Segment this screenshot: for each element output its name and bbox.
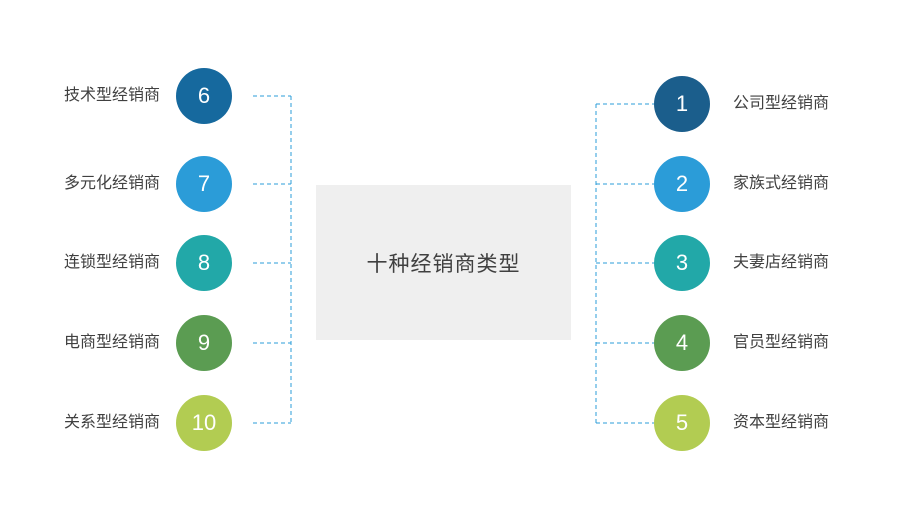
left-node-9-number: 9 [197, 330, 211, 355]
right-node-3[interactable]: 3 [654, 235, 710, 291]
left-node-8[interactable]: 8 [176, 235, 232, 291]
right-node-4-number: 4 [675, 330, 689, 355]
left-node-6[interactable]: 6 [176, 68, 232, 124]
left-label-9: 电商型经销商 [63, 334, 160, 351]
left-label-6: 技术型经销商 [63, 87, 160, 104]
left-label-7: 多元化经销商 [63, 175, 160, 192]
left-node-7-number: 7 [197, 171, 211, 196]
right-label-2: 家族式经销商 [733, 175, 830, 192]
right-label-5: 资本型经销商 [733, 414, 830, 431]
center-box: 十种经销商类型 [316, 185, 571, 340]
left-label-8: 连锁型经销商 [63, 254, 160, 271]
left-node-9[interactable]: 9 [176, 315, 232, 371]
right-node-2[interactable]: 2 [654, 156, 710, 212]
right-node-5-number: 5 [675, 410, 689, 435]
left-node-7[interactable]: 7 [176, 156, 232, 212]
right-node-4[interactable]: 4 [654, 315, 710, 371]
right-node-1-number: 1 [675, 91, 689, 116]
right-node-3-number: 3 [675, 250, 689, 275]
right-node-1[interactable]: 1 [654, 76, 710, 132]
left-node-8-number: 8 [197, 250, 211, 275]
left-label-10: 关系型经销商 [63, 414, 160, 431]
left-node-6-number: 6 [197, 83, 211, 108]
right-label-4: 官员型经销商 [733, 334, 830, 351]
left-node-10[interactable]: 10 [176, 395, 232, 451]
center-title: 十种经销商类型 [366, 252, 521, 276]
right-label-3: 夫妻店经销商 [733, 254, 830, 271]
right-label-1: 公司型经销商 [733, 95, 830, 112]
right-node-5[interactable]: 5 [654, 395, 710, 451]
left-node-10-number: 10 [191, 410, 217, 435]
right-node-2-number: 2 [675, 171, 689, 196]
